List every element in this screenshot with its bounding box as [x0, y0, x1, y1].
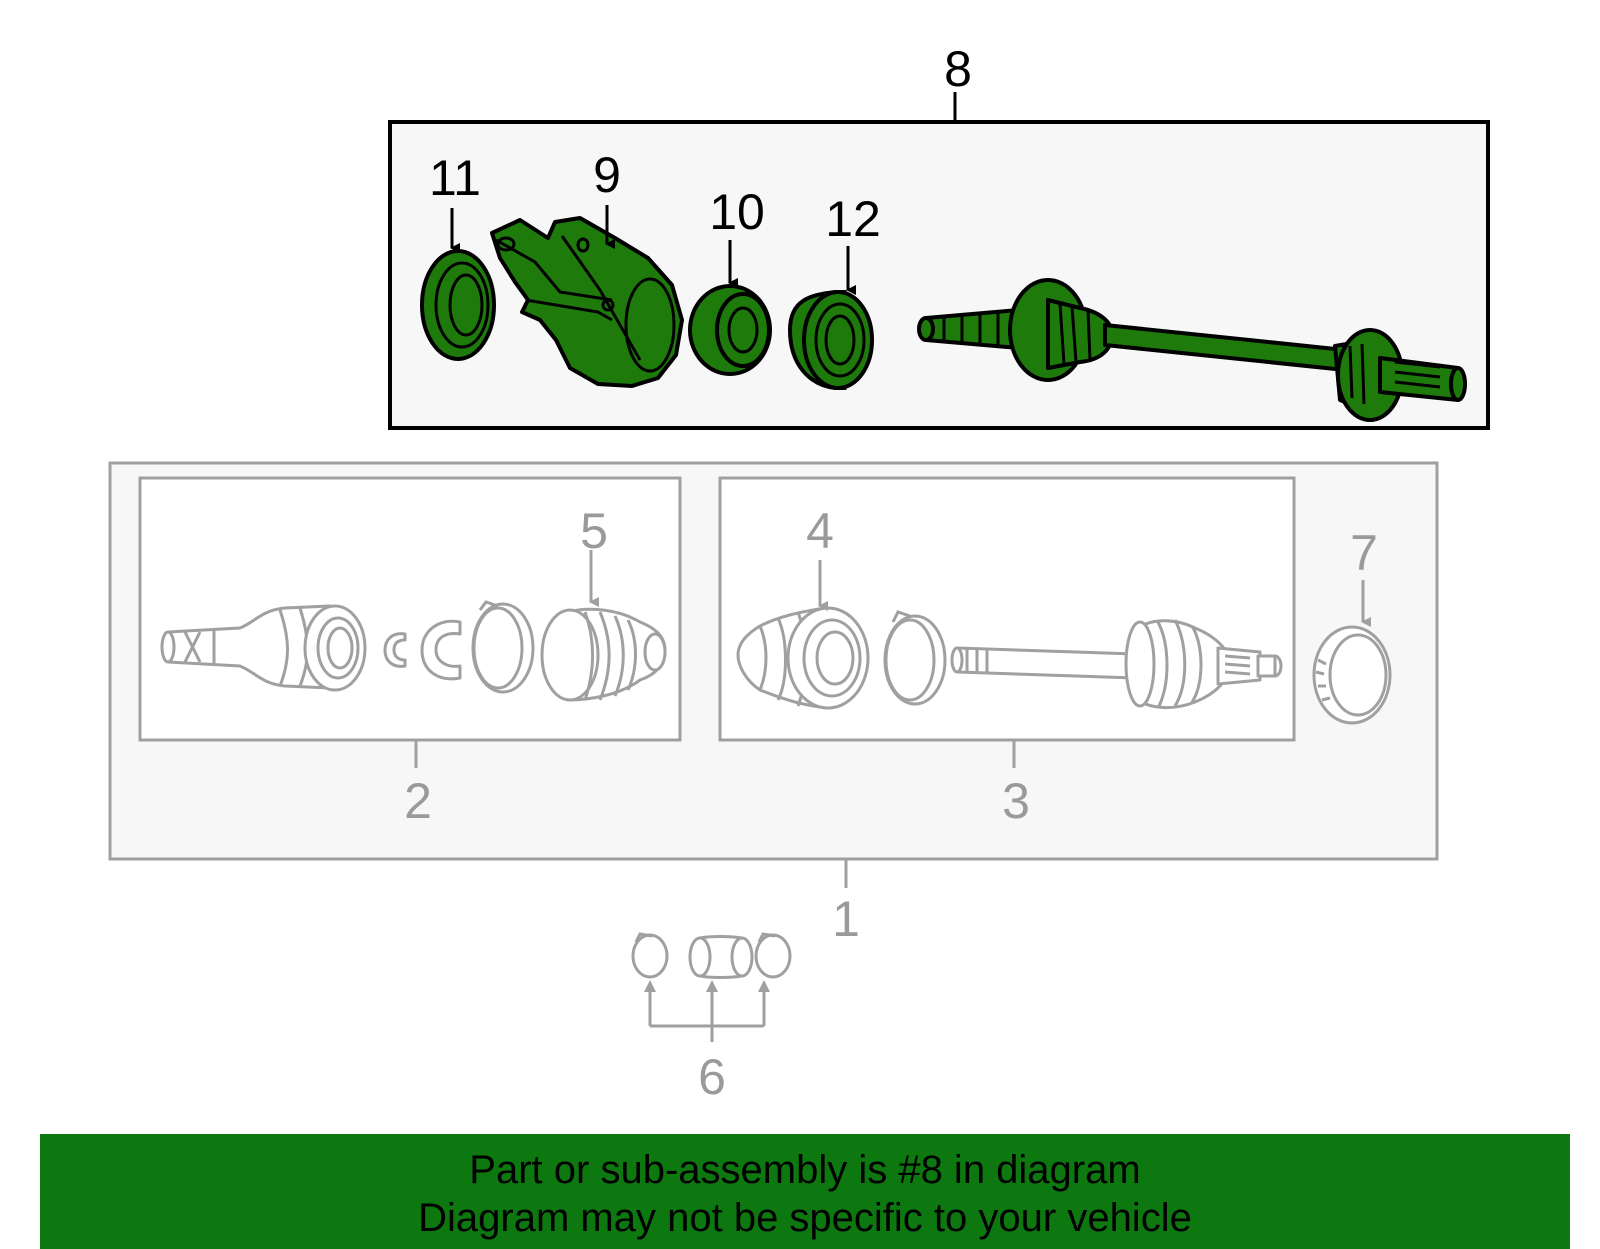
part-2-clips[interactable]	[383, 600, 535, 694]
callout-3: 3	[1002, 773, 1030, 829]
part-7-ring[interactable]	[1312, 625, 1392, 725]
callout-4: 4	[806, 503, 834, 559]
callout-6: 6	[698, 1049, 726, 1105]
part-9-housing[interactable]	[490, 216, 684, 388]
callout-12: 12	[825, 191, 881, 247]
part-2-inner-joint[interactable]	[160, 604, 367, 692]
assembly-3-group[interactable]: 4 3	[718, 476, 1296, 829]
info-banner: Part or sub-assembly is #8 in diagram Di…	[40, 1134, 1570, 1249]
callout-1: 1	[832, 891, 860, 947]
banner-line-1: Part or sub-assembly is #8 in diagram	[469, 1148, 1141, 1192]
assembly-1-group[interactable]: 5 2	[108, 461, 1439, 947]
leader-bracket-6	[648, 990, 766, 1042]
part-3-clamp[interactable]	[883, 610, 947, 706]
part-11-seal[interactable]	[420, 249, 496, 361]
part-5-boot[interactable]	[540, 607, 667, 702]
part-6-clamps[interactable]	[631, 932, 792, 979]
part-4-boot[interactable]	[736, 606, 870, 710]
banner-line-2: Diagram may not be specific to your vehi…	[418, 1196, 1192, 1240]
assembly-8-group[interactable]: 8 11 9 10 12	[388, 41, 1490, 430]
callout-10: 10	[709, 184, 765, 240]
part-10-bearing[interactable]	[688, 284, 772, 376]
part-12-seal[interactable]	[788, 290, 874, 390]
part-8-axle-shaft[interactable]	[917, 278, 1467, 422]
callout-2: 2	[404, 773, 432, 829]
callout-11: 11	[429, 150, 481, 206]
leader-arrowheads-6	[644, 980, 770, 992]
assembly-2-group[interactable]: 5 2	[138, 476, 682, 829]
callout-8: 8	[944, 41, 972, 97]
callout-9: 9	[593, 147, 621, 203]
part-3-shaft[interactable]	[950, 619, 1283, 710]
callout-5: 5	[580, 503, 608, 559]
callout-7: 7	[1350, 525, 1378, 581]
